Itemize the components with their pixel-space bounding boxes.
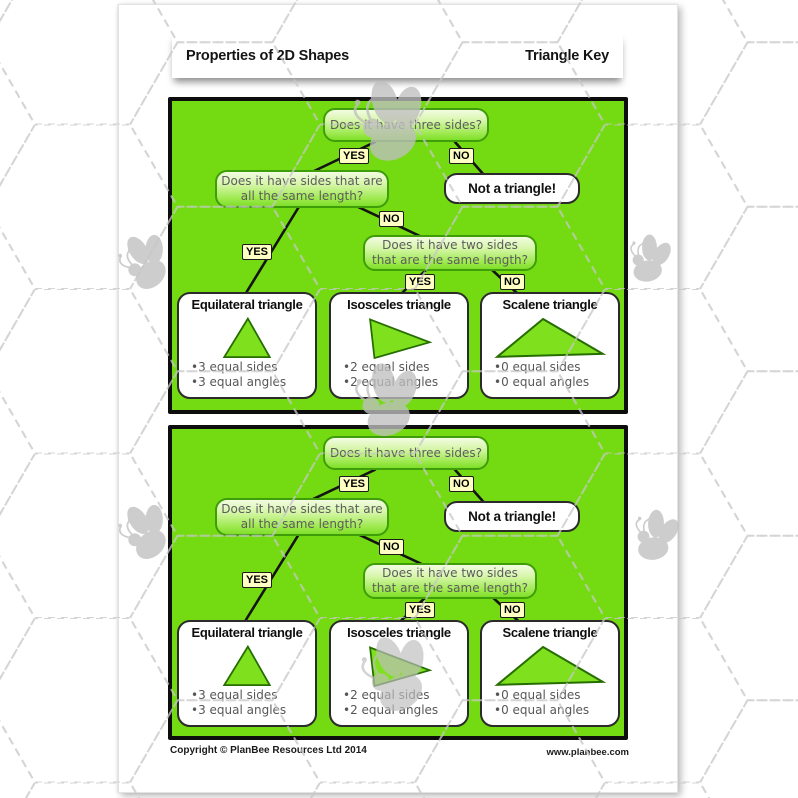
result-properties: •3 equal sides •3 equal angles — [179, 688, 286, 725]
question-text: Does it have sides that are all the same… — [221, 174, 383, 203]
property-angles: •0 equal angles — [494, 703, 590, 718]
property-sides: •0 equal sides — [494, 359, 581, 374]
bee-icon — [349, 356, 424, 448]
result-properties: •0 equal sides •0 equal angles — [482, 360, 589, 397]
property-sides: •3 equal sides — [191, 359, 278, 374]
result-scalene: Scalene triangle •0 equal sides •0 equal… — [480, 292, 620, 399]
result-equilateral: Equilateral triangle •3 equal sides •3 e… — [177, 292, 317, 399]
copyright-text: Copyright © PlanBee Resources Ltd 2014 — [170, 745, 367, 756]
page-subtitle: Triangle Key — [525, 47, 609, 64]
result-properties: •3 equal sides •3 equal angles — [179, 360, 286, 397]
scalene-triangle-icon — [494, 317, 607, 358]
page-title: Properties of 2D Shapes — [186, 47, 350, 64]
not-a-triangle-box: Not a triangle! — [444, 501, 580, 532]
no-label: NO — [449, 476, 474, 492]
question-all-same-length: Does it have sides that are all the same… — [215, 498, 389, 536]
yes-label: YES — [405, 602, 436, 618]
yes-label: YES — [339, 476, 370, 492]
yes-label: YES — [242, 244, 273, 260]
result-title: Equilateral triangle — [191, 297, 303, 312]
bee-icon — [358, 629, 433, 722]
yes-label: YES — [242, 572, 273, 588]
no-label: NO — [379, 211, 404, 227]
result-title: Isosceles triangle — [347, 297, 451, 312]
result-scalene: Scalene triangle •0 equal sides •0 equal… — [480, 620, 620, 727]
no-label: NO — [379, 539, 404, 555]
question-two-sides: Does it have two sides that are the same… — [363, 235, 537, 271]
website-text: www.planbee.com — [546, 747, 629, 758]
question-text: Does it have two sides that are the same… — [371, 566, 529, 595]
property-angles: •0 equal angles — [494, 375, 590, 390]
not-a-triangle-text: Not a triangle! — [468, 509, 556, 524]
result-title: Scalene triangle — [502, 297, 598, 312]
equilateral-triangle-icon — [222, 316, 272, 359]
property-angles: •3 equal angles — [191, 703, 287, 718]
not-a-triangle-text: Not a triangle! — [468, 181, 556, 196]
scalene-triangle-icon — [494, 645, 607, 686]
result-title: Scalene triangle — [502, 625, 598, 640]
no-label: NO — [449, 148, 474, 164]
property-sides: •3 equal sides — [191, 687, 278, 702]
question-two-sides: Does it have two sides that are the same… — [363, 563, 537, 599]
not-a-triangle-box: Not a triangle! — [444, 173, 580, 204]
equilateral-triangle-icon — [222, 644, 272, 687]
bee-icon — [351, 75, 428, 171]
question-text: Does it have sides that are all the same… — [221, 502, 383, 531]
property-angles: •3 equal angles — [191, 375, 287, 390]
property-sides: •0 equal sides — [494, 687, 581, 702]
no-label: NO — [500, 602, 525, 618]
result-title: Equilateral triangle — [191, 625, 303, 640]
question-text: Does it have two sides that are the same… — [371, 238, 529, 267]
result-properties: •0 equal sides •0 equal angles — [482, 688, 589, 725]
yes-label: YES — [405, 274, 436, 290]
result-equilateral: Equilateral triangle •3 equal sides •3 e… — [177, 620, 317, 727]
no-label: NO — [500, 274, 525, 290]
